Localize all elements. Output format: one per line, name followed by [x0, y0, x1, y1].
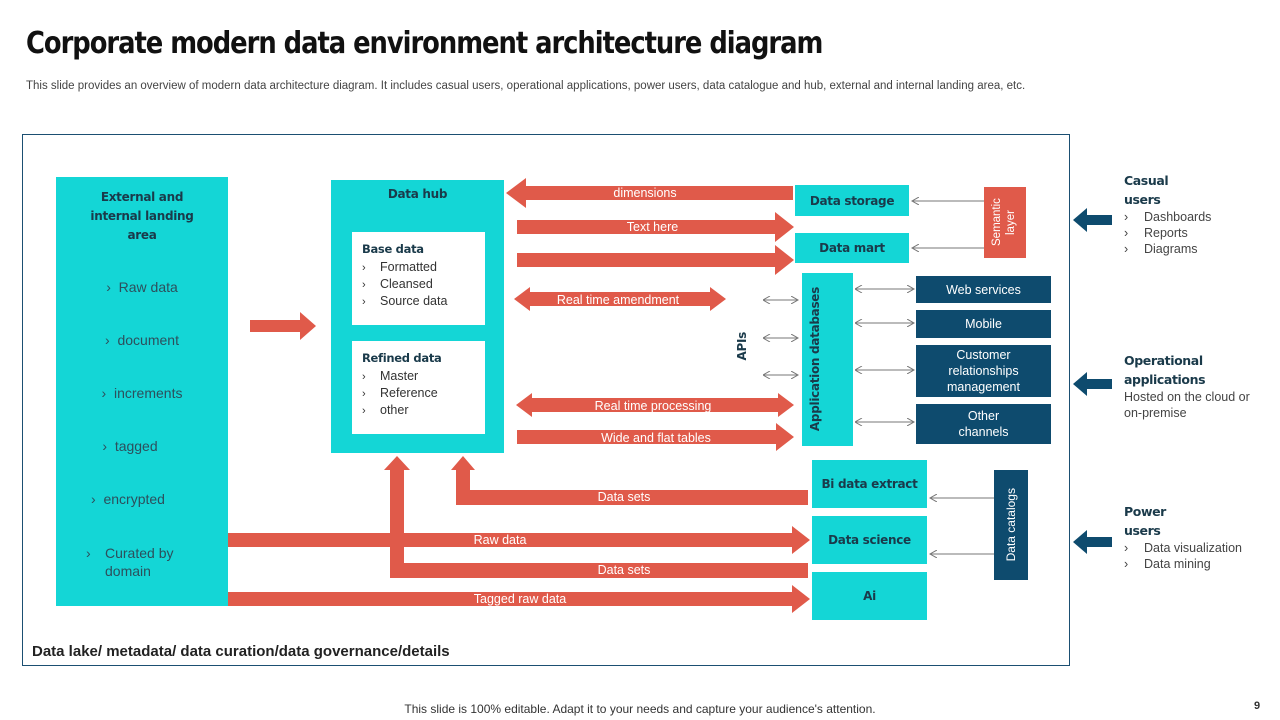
bottom-note: This slide is 100% editable. Adapt it to…	[404, 702, 876, 716]
arrow-data-sets-2	[384, 456, 808, 578]
list-item: ›Dashboards	[1124, 210, 1212, 224]
data-lake-label: Data lake/ metadata/ data curation/data …	[32, 643, 450, 660]
arrow-wide-flat	[517, 423, 794, 451]
channel-crm: Customer relationships management	[916, 345, 1051, 397]
landing-area-box	[56, 177, 228, 606]
channel-web-services: Web services	[916, 276, 1051, 303]
refined-data-list: ›Master ›Reference ›other	[352, 368, 485, 419]
arrow-raw-data	[228, 526, 810, 554]
landing-item: › Raw data	[106, 279, 178, 295]
list-item: ›Data mining	[1124, 557, 1211, 571]
arrow-text-here	[517, 212, 794, 242]
data-hub-title: Data hub	[387, 187, 448, 201]
casual-users-panel: Casual users ›Dashboards ›Reports ›Diagr…	[1124, 171, 1274, 257]
list-item: ›Formatted	[362, 260, 437, 274]
arrow-landing-to-hub	[250, 312, 316, 340]
data-catalogs-box: Data catalogs	[994, 470, 1028, 580]
application-databases-label: Application databases	[807, 287, 822, 432]
landing-item: › document	[105, 332, 179, 348]
semantic-layer-label: Semantic layer	[991, 198, 1017, 247]
label-real-time-amendment: Real time amendment	[556, 293, 680, 307]
apis-label: APIs	[735, 332, 749, 361]
label-data-sets-1: Data sets	[597, 490, 651, 504]
base-data-box: Base data ›Formatted ›Cleansed ›Source d…	[352, 232, 485, 325]
power-users-list: ›Data visualization ›Data mining	[1124, 540, 1274, 572]
base-data-title: Base data	[362, 242, 424, 256]
landing-area-title: External and internal landing area	[90, 190, 194, 242]
list-item: ›Reports	[1124, 226, 1188, 240]
casual-users-title: Casual users	[1124, 173, 1169, 207]
list-item: ›other	[362, 403, 409, 417]
arrow-plain	[517, 245, 794, 275]
power-users-title: Power users	[1124, 504, 1166, 538]
label-real-time-processing: Real time processing	[594, 399, 712, 413]
label-dimensions: dimensions	[613, 186, 677, 200]
list-item: ›Source data	[362, 294, 448, 308]
page-subtitle: This slide provides an overview of moder…	[26, 80, 1026, 92]
label-tagged-raw: Tagged raw data	[473, 592, 567, 606]
channel-mobile: Mobile	[916, 310, 1051, 338]
list-item: ›Reference	[362, 386, 438, 400]
arrow-tagged-raw	[228, 585, 810, 613]
arrow-real-time-amendment	[514, 287, 726, 311]
data-storage-box: Data storage	[795, 185, 909, 216]
arrow-real-time-processing	[516, 393, 794, 417]
semantic-layer-box: Semantic layer	[984, 187, 1026, 258]
list-item: ›Cleansed	[362, 277, 433, 291]
arrow-dimensions	[506, 178, 793, 208]
label-raw-data: Raw data	[473, 533, 527, 547]
page-title: Corporate modern data environment archit…	[26, 26, 823, 61]
diagram-frame	[22, 134, 1070, 666]
operational-panel: Operational applications Hosted on the c…	[1124, 351, 1274, 421]
casual-users-list: ›Dashboards ›Reports ›Diagrams	[1124, 209, 1274, 257]
data-science-box: Data science	[812, 516, 927, 564]
landing-item: › increments	[101, 385, 183, 401]
ai-box: Ai	[812, 572, 927, 620]
operational-title: Operational applications	[1124, 353, 1206, 387]
refined-data-box: Refined data ›Master ›Reference ›other	[352, 341, 485, 434]
landing-item: › tagged	[102, 438, 158, 454]
channel-other: Other channels	[916, 404, 1051, 444]
label-wide-flat: Wide and flat tables	[601, 431, 711, 445]
refined-data-title: Refined data	[362, 351, 442, 365]
landing-item: ›Curated by domain	[86, 545, 174, 579]
base-data-list: ›Formatted ›Cleansed ›Source data	[352, 259, 485, 310]
operational-desc: Hosted on the cloud or on-premise	[1124, 390, 1250, 420]
power-users-arrow	[1073, 530, 1112, 554]
landing-item: › encrypted	[91, 491, 165, 507]
operational-arrow	[1073, 372, 1112, 396]
data-mart-box: Data mart	[795, 233, 909, 263]
list-item: ›Data visualization	[1124, 541, 1242, 555]
list-item: ›Master	[362, 369, 419, 383]
label-data-sets-2: Data sets	[597, 563, 651, 577]
arrow-data-sets-1	[451, 456, 808, 505]
data-catalogs-label: Data catalogs	[1004, 488, 1018, 562]
page-number: 9	[1254, 700, 1261, 712]
bi-data-extract-box: Bi data extract	[812, 460, 927, 508]
casual-users-arrow	[1073, 208, 1112, 232]
list-item: ›Diagrams	[1124, 242, 1198, 256]
label-text-here: Text here	[626, 220, 679, 234]
power-users-panel: Power users ›Data visualization ›Data mi…	[1124, 502, 1274, 572]
application-databases-box: Application databases	[802, 273, 853, 446]
